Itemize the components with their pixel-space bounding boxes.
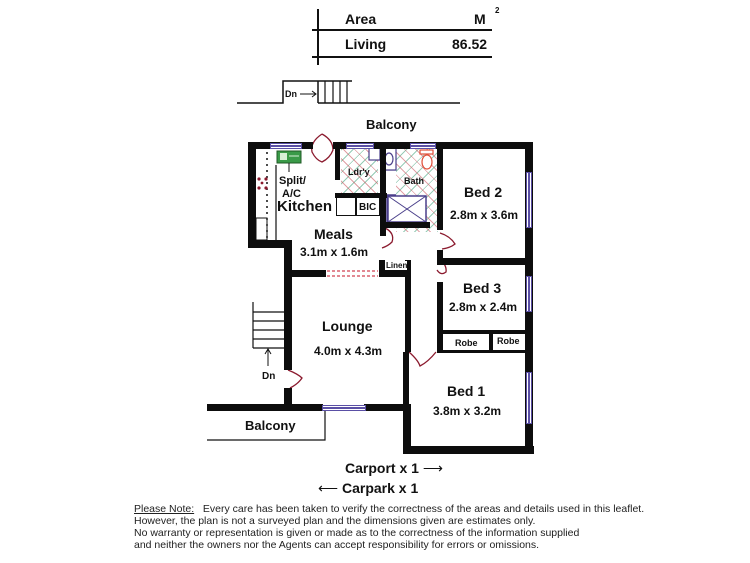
bed1-label: Bed 1 [447, 383, 486, 399]
wall [380, 148, 386, 236]
balcony-bottom-label: Balcony [245, 418, 296, 433]
wall [437, 258, 533, 265]
robe1-label: Robe [455, 338, 478, 348]
linen-label: Linen [386, 261, 408, 270]
wall [207, 404, 323, 411]
wall [284, 388, 292, 410]
arrow-right-icon: ⟶ [422, 460, 443, 476]
wall [284, 270, 326, 277]
wall [379, 260, 385, 277]
wall [335, 142, 340, 180]
carpark-line: ⟵ Carpark x 1 [318, 480, 418, 497]
wall [403, 404, 411, 454]
disclaimer-line-4: and neither the owners nor the Agents ca… [134, 539, 540, 551]
disclaimer-line-3: No warranty or representation is given o… [134, 527, 580, 539]
bed3-label: Bed 3 [463, 280, 502, 296]
wall [437, 350, 533, 353]
bed3-dims: 2.8m x 2.4m [449, 300, 518, 314]
window-kitchen [270, 143, 302, 149]
wall [403, 352, 409, 412]
wall [284, 240, 292, 370]
wall [403, 446, 534, 454]
stairs-top-dn-label: Dn [285, 89, 297, 99]
kitchen-label: Kitchen [277, 198, 333, 215]
balcony-top-label: Balcony [366, 117, 417, 132]
bic-label: BIC [359, 202, 377, 213]
window-laundry [346, 143, 374, 149]
wall [380, 222, 430, 228]
kitchen-note-line1: Split/ [279, 175, 306, 187]
lounge-dims: 4.0m x 4.3m [314, 344, 383, 358]
wall [364, 404, 411, 411]
wall [489, 330, 493, 353]
carpark-label: Carpark x 1 [341, 480, 419, 496]
table-rule-2 [312, 56, 492, 58]
lounge-label: Lounge [322, 318, 373, 334]
carport-label: Carport x 1 [345, 460, 419, 476]
table-rule-1 [312, 29, 492, 31]
wall [335, 193, 387, 198]
wall [437, 330, 533, 334]
disclaimer-text-1: Every care has been taken to verify the … [202, 503, 645, 515]
robe2-label: Robe [497, 336, 520, 346]
wall [248, 142, 256, 248]
wall [437, 282, 443, 352]
disclaimer-line-1: Please Note: Every care has been taken t… [134, 503, 644, 515]
area-header-superscript: 2 [495, 6, 500, 15]
bic-divider [355, 198, 357, 216]
living-value: 86.52 [452, 36, 488, 52]
wall [379, 270, 409, 277]
window-bath [410, 143, 436, 149]
carport-line: Carport x 1 ⟶ [345, 460, 443, 477]
bic-cupboard [336, 198, 380, 216]
area-header-unit: M [474, 11, 486, 27]
table-vertical-rule [317, 9, 319, 65]
laundry-tile-floor [341, 148, 378, 193]
wall [437, 142, 443, 230]
area-header-label: Area [345, 11, 377, 27]
stairs-left-dn-label: Dn [262, 371, 276, 382]
meals-dims: 3.1m x 1.6m [300, 245, 369, 259]
kitchen-note-line2: A/C [282, 188, 301, 200]
laundry-label: Ldr'y [348, 167, 370, 177]
wall [248, 240, 290, 248]
bed2-label: Bed 2 [464, 184, 503, 200]
window-bed2 [526, 172, 532, 228]
window-bed1 [526, 372, 532, 424]
window-bed3 [526, 276, 532, 312]
bed1-dims: 3.8m x 3.2m [433, 404, 502, 418]
meals-label: Meals [314, 226, 353, 242]
disclaimer-heading: Please Note: [134, 503, 195, 515]
living-label: Living [345, 36, 387, 52]
disclaimer-line-2: However, the plan is not a surveyed plan… [134, 515, 536, 527]
wall [405, 260, 411, 352]
bed2-dims: 2.8m x 3.6m [450, 208, 519, 222]
window-lounge [322, 405, 366, 411]
area-table: Area M 2 Living 86.52 [312, 4, 499, 65]
bath-label: Bath [404, 176, 424, 186]
disclaimer: Please Note: Every care has been taken t… [134, 503, 644, 551]
wall [437, 250, 443, 264]
arrow-left-icon: ⟵ [318, 480, 339, 496]
